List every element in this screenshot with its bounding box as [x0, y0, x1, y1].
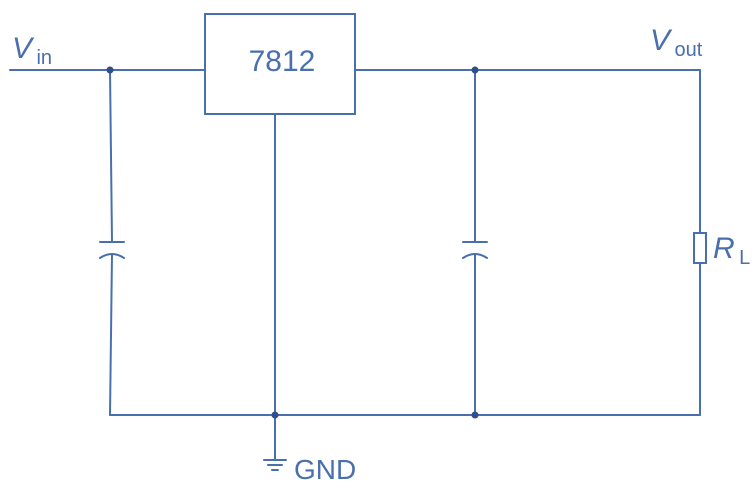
- load-label-subscript: L: [739, 247, 750, 269]
- regulator-box: [204, 13, 356, 115]
- junction-dot: [106, 66, 114, 74]
- input-cap-wire-bottom: [109, 253, 113, 416]
- output-label-symbol: V: [650, 24, 673, 57]
- resistor-icon: [693, 232, 707, 264]
- output-label-subscript: out: [674, 39, 702, 61]
- load-label: R L: [713, 232, 750, 269]
- regulator-label: 7812: [249, 45, 316, 78]
- ground-icon: [263, 459, 287, 471]
- input-label-subscript: in: [36, 47, 52, 69]
- output-label: V out: [650, 24, 703, 61]
- load-label-symbol: R: [713, 232, 735, 265]
- ground-label: GND: [294, 454, 356, 485]
- junction-dot: [271, 411, 279, 419]
- junction-dot: [471, 411, 479, 419]
- input-label-symbol: V: [12, 32, 35, 65]
- input-cap-wire-top: [109, 69, 113, 243]
- junction-dot: [471, 66, 479, 74]
- input-label: V in: [12, 32, 52, 69]
